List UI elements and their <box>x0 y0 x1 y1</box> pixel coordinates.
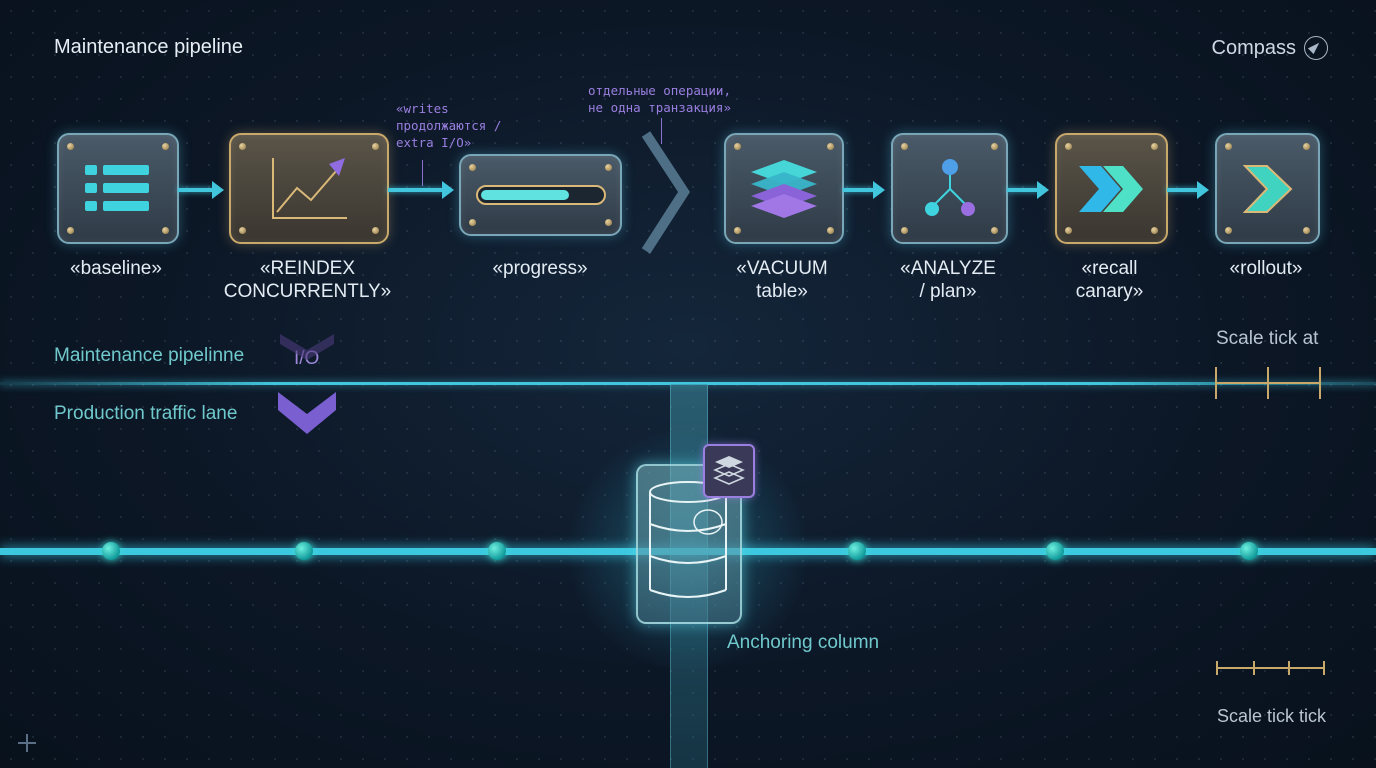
tree-icon <box>893 135 1006 242</box>
page-title: Maintenance pipeline <box>54 36 244 58</box>
pipeline-lane-label: Maintenance pipelinne <box>54 345 245 366</box>
crosshair-icon <box>18 734 36 752</box>
compass-icon <box>1304 36 1328 60</box>
traffic-node <box>1046 542 1064 560</box>
compass-label: Compass <box>1211 36 1296 59</box>
pipeline-lane-line <box>0 382 1376 385</box>
traffic-node <box>295 542 313 560</box>
compass[interactable]: Compass <box>1212 36 1328 60</box>
stage-card-reindex[interactable] <box>229 133 389 244</box>
flow-arrow <box>1167 181 1209 199</box>
traffic-node <box>488 542 506 560</box>
stage-label-rollout: «rollout» <box>1229 258 1303 279</box>
anchor-label: Anchoring column <box>727 632 880 653</box>
note-leader <box>422 160 423 186</box>
stage-card-analyze[interactable] <box>891 133 1008 244</box>
layers-badge-icon <box>703 444 755 498</box>
scale-label-top: Scale tick at <box>1216 328 1319 349</box>
flow-arrow <box>1007 181 1049 199</box>
writes-note: «writes продолжаются / extra I/O» <box>396 101 502 150</box>
flow-arrow <box>178 181 224 199</box>
stage-label-progress: «progress» <box>492 258 588 279</box>
double-chevron-icon <box>1057 135 1166 242</box>
stage-label-baseline: «baseline» <box>70 258 162 279</box>
database-icon <box>649 481 727 598</box>
flow-arrow <box>843 181 885 199</box>
traffic-node <box>1240 542 1258 560</box>
stage-card-recall-canary[interactable] <box>1055 133 1168 244</box>
traffic-node <box>102 542 120 560</box>
layers-icon <box>726 135 842 242</box>
scale-bar-bottom <box>1216 661 1325 675</box>
stage-label-vacuum: «VACUUM table» <box>736 258 828 302</box>
scale-bar-top <box>1215 367 1321 399</box>
list-icon <box>59 135 177 242</box>
stage-label-reindex: «REINDEX CONCURRENTLY» <box>223 258 392 302</box>
progress-bar-icon <box>461 156 620 234</box>
trend-chart-icon <box>231 135 387 242</box>
stage-card-vacuum[interactable] <box>724 133 844 244</box>
scale-label-bottom: Scale tick tick <box>1217 706 1327 726</box>
flow-arrow <box>388 181 454 199</box>
io-chevron-icon <box>278 334 336 434</box>
stage-card-progress[interactable] <box>459 154 622 236</box>
traffic-node <box>848 542 866 560</box>
stage-label-recall-canary: «recall canary» <box>1075 258 1144 302</box>
stage-card-baseline[interactable] <box>57 133 179 244</box>
note-leader <box>661 118 662 144</box>
stage-label-analyze: «ANALYZE / plan» <box>900 258 996 302</box>
chevron-separator-icon <box>641 131 690 254</box>
chevron-right-icon <box>1217 135 1318 242</box>
ops-note: отдельные операции, не одна транзакция» <box>588 83 731 115</box>
traffic-lane-label: Production traffic lane <box>54 403 238 424</box>
stage-card-rollout[interactable] <box>1215 133 1320 244</box>
